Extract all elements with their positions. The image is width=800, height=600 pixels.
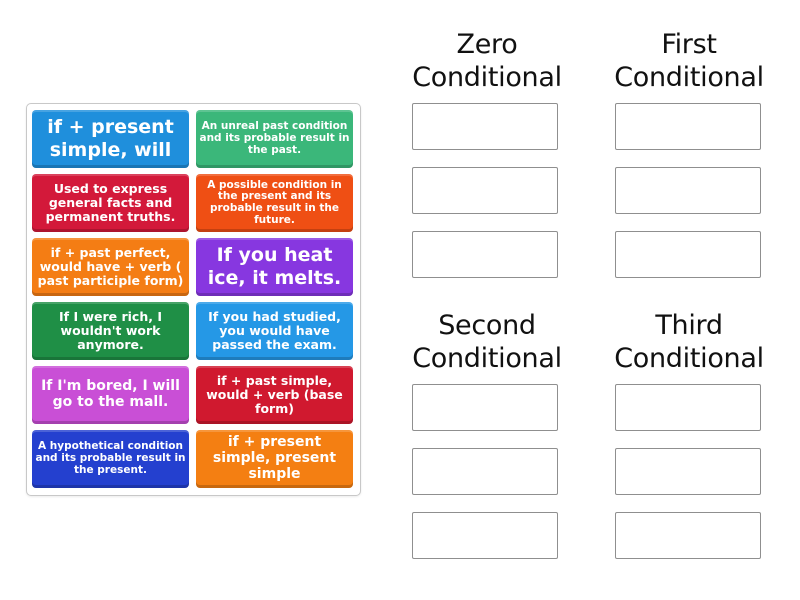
group-title-line1: Third	[655, 310, 723, 341]
card-zero-definition[interactable]: Used to express general facts and perman…	[32, 174, 189, 232]
group-title-line1: Zero	[456, 29, 518, 60]
group-title-line1: First	[661, 29, 717, 60]
group-title-line2: Conditional	[614, 62, 764, 93]
group-header-zero: Zero Conditional	[397, 28, 577, 94]
card-third-example[interactable]: If you had studied, you would have passe…	[196, 302, 353, 360]
drop-slot-third-3[interactable]	[615, 512, 761, 559]
card-third-structure[interactable]: if + past perfect, would have + verb ( p…	[32, 238, 189, 296]
drop-slot-third-1[interactable]	[615, 384, 761, 431]
group-header-third: Third Conditional	[599, 309, 779, 375]
drop-slot-second-1[interactable]	[412, 384, 558, 431]
group-title-line2: Conditional	[412, 62, 562, 93]
card-second-structure[interactable]: if + past simple, would + verb (base for…	[196, 366, 353, 424]
drop-slot-first-3[interactable]	[615, 231, 761, 278]
card-second-example[interactable]: If I were rich, I wouldn't work anymore.	[32, 302, 189, 360]
drop-slot-first-1[interactable]	[615, 103, 761, 150]
card-first-definition[interactable]: A possible condition in the present and …	[196, 174, 353, 232]
drop-slot-zero-2[interactable]	[412, 167, 558, 214]
group-title-line1: Second	[438, 310, 536, 341]
drop-slot-zero-3[interactable]	[412, 231, 558, 278]
card-third-definition[interactable]: An unreal past condition and its probabl…	[196, 110, 353, 168]
group-header-second: Second Conditional	[397, 309, 577, 375]
card-zero-example[interactable]: If you heat ice, it melts.	[196, 238, 353, 296]
drop-slot-third-2[interactable]	[615, 448, 761, 495]
card-zero-structure-first[interactable]: if + present simple, will	[32, 110, 189, 168]
card-first-example[interactable]: If I'm bored, I will go to the mall.	[32, 366, 189, 424]
card-zero-structure[interactable]: if + present simple, present simple	[196, 430, 353, 488]
drop-slot-second-3[interactable]	[412, 512, 558, 559]
group-title-line2: Conditional	[614, 343, 764, 374]
group-title-line2: Conditional	[412, 343, 562, 374]
group-header-first: First Conditional	[599, 28, 779, 94]
drop-slot-zero-1[interactable]	[412, 103, 558, 150]
drop-slot-first-2[interactable]	[615, 167, 761, 214]
card-second-definition[interactable]: A hypothetical condition and its probabl…	[32, 430, 189, 488]
drop-slot-second-2[interactable]	[412, 448, 558, 495]
